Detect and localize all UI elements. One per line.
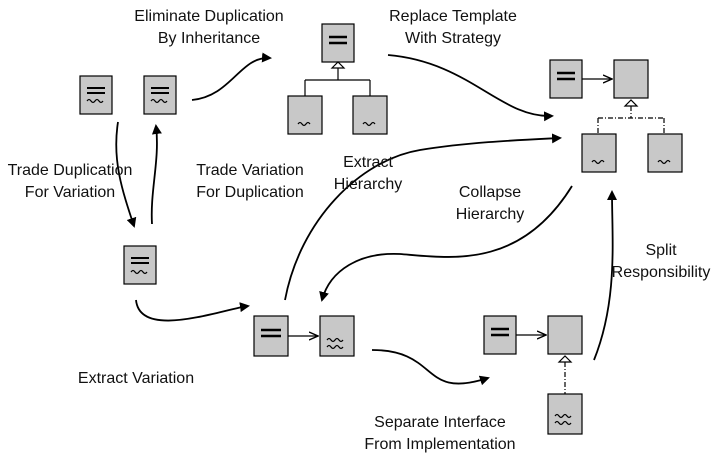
- flow-arrows: [115, 52, 618, 386]
- label-line: By Inheritance: [157, 30, 261, 47]
- arrow-collapse-hierarchy-down: [319, 185, 573, 302]
- label-collapse-hierarchy: Collapse Hierarchy: [440, 182, 540, 226]
- label-line: For Duplication: [196, 184, 304, 201]
- arrow-trade-duplication: [115, 121, 137, 228]
- label-line: From Implementation: [364, 436, 516, 453]
- label-line: Trade Variation: [196, 162, 304, 179]
- extracted-variation-diagram: [253, 315, 355, 357]
- arrow-separate-interface: [371, 349, 490, 386]
- label-line: For Variation: [24, 184, 116, 201]
- label-line: Responsibility: [611, 264, 711, 281]
- label-line: Trade Duplication: [7, 162, 133, 179]
- arrow-split-responsibility: [593, 190, 618, 361]
- label-line: Eliminate Duplication: [134, 8, 284, 25]
- label-line: Hierarchy: [333, 176, 403, 193]
- label-extract-hierarchy: Extract Hierarchy: [318, 152, 418, 196]
- label-eliminate-duplication: Eliminate Duplication By Inheritance: [134, 6, 284, 50]
- label-extract-variation: Extract Variation: [66, 368, 206, 390]
- label-line: Replace Template: [389, 8, 517, 25]
- label-trade-variation: Trade Variation For Duplication: [180, 160, 320, 204]
- arrow-eliminate-duplication: [191, 52, 272, 101]
- label-line: Split: [645, 242, 677, 259]
- interface-implementation-diagram: [483, 315, 583, 435]
- arrow-collapse-hierarchy-up: [284, 133, 562, 301]
- label-separate-interface: Separate Interface From Implementation: [362, 412, 518, 456]
- strategy-diagram: [549, 59, 683, 173]
- arrow-replace-template: [387, 54, 554, 122]
- label-replace-template: Replace Template With Strategy: [382, 6, 524, 50]
- label-line: Extract: [343, 154, 393, 171]
- label-line: Hierarchy: [455, 206, 525, 223]
- arrow-trade-variation: [150, 124, 162, 225]
- label-trade-duplication: Trade Duplication For Variation: [0, 160, 140, 204]
- label-split-responsibility: Split Responsibility: [606, 240, 716, 284]
- label-line: Separate Interface: [374, 414, 506, 431]
- class-icon-left: [79, 75, 113, 115]
- class-icon-right: [143, 75, 177, 115]
- label-line: Extract Variation: [77, 370, 195, 387]
- label-line: Collapse: [458, 184, 522, 201]
- label-line: With Strategy: [404, 30, 502, 47]
- arrow-extract-variation: [135, 299, 250, 322]
- hierarchy-diagram: [287, 23, 388, 135]
- class-icon-middle: [123, 245, 157, 285]
